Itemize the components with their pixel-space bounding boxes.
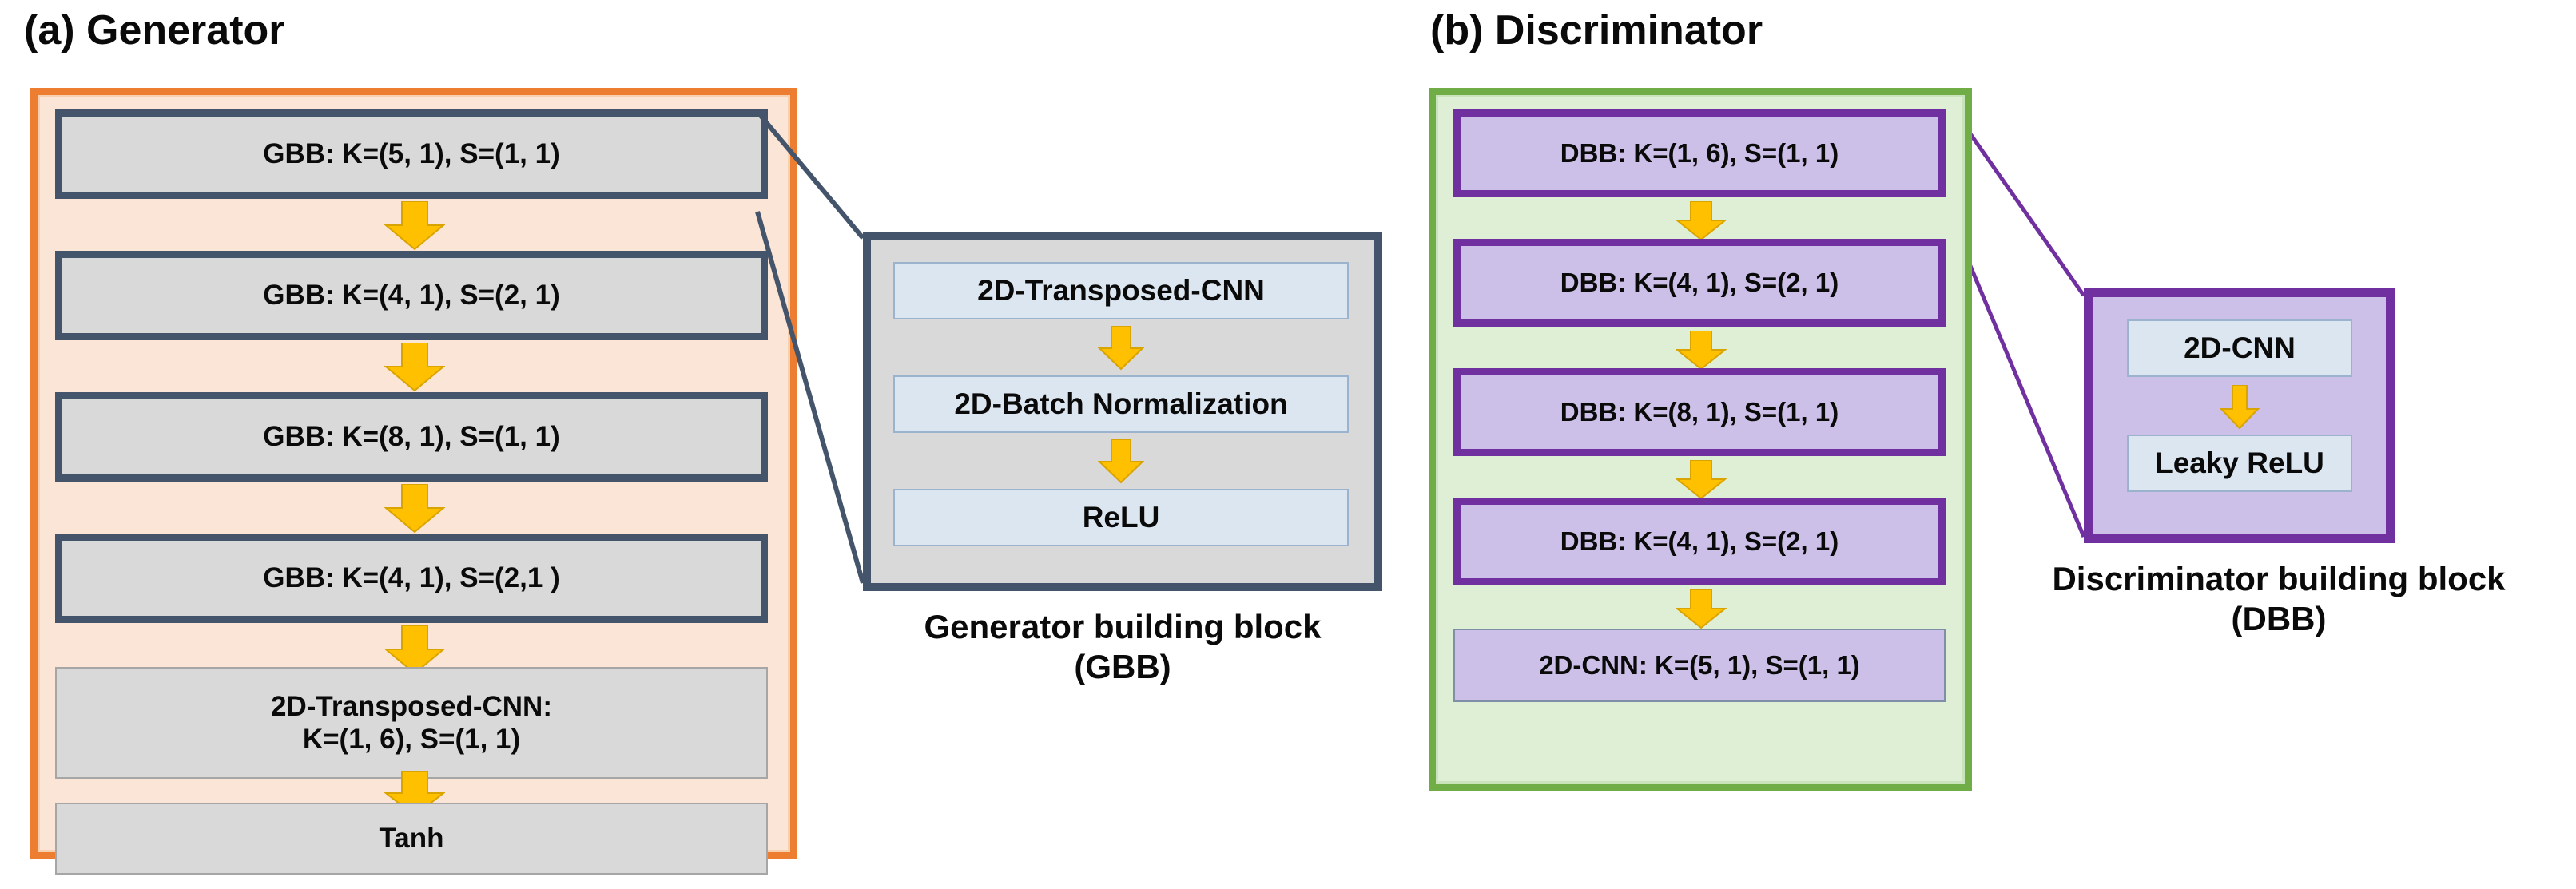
gbb-step-3-label: ReLU xyxy=(1082,501,1160,534)
generator-block-1[interactable]: GBB: K=(5, 1), S=(1, 1) xyxy=(55,109,768,199)
generator-block-3[interactable]: GBB: K=(8, 1), S=(1, 1) xyxy=(55,392,768,482)
gbb-step-1[interactable]: 2D-Transposed-CNN xyxy=(893,262,1349,319)
gbb-step-2[interactable]: 2D-Batch Normalization xyxy=(893,375,1349,433)
dbb-caption-line2: (DBB) xyxy=(2231,599,2327,637)
dbb-step-2-label: Leaky ReLU xyxy=(2155,446,2324,479)
gbb-step-3[interactable]: ReLU xyxy=(893,489,1349,546)
discriminator-panel: DBB: K=(1, 6), S=(1, 1) DBB: K=(4, 1), S… xyxy=(1429,88,1972,791)
dbb-step-2[interactable]: Leaky ReLU xyxy=(2127,435,2352,492)
down-arrow-icon xyxy=(384,625,445,675)
down-arrow-icon xyxy=(384,484,445,534)
discriminator-building-block-card: 2D-CNN Leaky ReLU xyxy=(2084,288,2395,543)
discriminator-block-4-label: DBB: K=(4, 1), S=(2, 1) xyxy=(1560,526,1839,556)
discriminator-block-1-label: DBB: K=(1, 6), S=(1, 1) xyxy=(1560,138,1839,168)
discriminator-block-5-label: 2D-CNN: K=(5, 1), S=(1, 1) xyxy=(1539,650,1860,680)
generator-block-6-label: Tanh xyxy=(379,823,444,855)
discriminator-block-5[interactable]: 2D-CNN: K=(5, 1), S=(1, 1) xyxy=(1453,629,1946,702)
gbb-caption-line1: Generator building block xyxy=(924,608,1322,645)
discriminator-block-4[interactable]: DBB: K=(4, 1), S=(2, 1) xyxy=(1453,498,1946,585)
gbb-step-1-label: 2D-Transposed-CNN xyxy=(977,274,1265,307)
generator-block-4[interactable]: GBB: K=(4, 1), S=(2,1 ) xyxy=(55,534,768,623)
generator-block-2-label: GBB: K=(4, 1), S=(2, 1) xyxy=(263,280,560,312)
down-arrow-icon xyxy=(1098,326,1144,371)
generator-block-5-label-line2: K=(1, 6), S=(1, 1) xyxy=(302,724,521,755)
down-arrow-icon xyxy=(1676,331,1727,371)
down-arrow-icon xyxy=(1676,460,1727,500)
generator-block-4-label: GBB: K=(4, 1), S=(2,1 ) xyxy=(263,562,560,594)
down-arrow-icon xyxy=(384,343,445,392)
generator-block-1-label: GBB: K=(5, 1), S=(1, 1) xyxy=(263,138,560,170)
generator-block-5-label-line1: 2D-Transposed-CNN: xyxy=(271,690,552,722)
dbb-step-1-label: 2D-CNN xyxy=(2184,331,2296,364)
generator-building-block-card: 2D-Transposed-CNN 2D-Batch Normalization… xyxy=(863,232,1382,591)
down-arrow-icon xyxy=(384,201,445,251)
generator-panel: GBB: K=(5, 1), S=(1, 1) GBB: K=(4, 1), S… xyxy=(30,88,797,875)
generator-title: (a) Generator xyxy=(24,7,285,54)
discriminator-panel-inner-border xyxy=(1436,95,1965,784)
discriminator-block-1[interactable]: DBB: K=(1, 6), S=(1, 1) xyxy=(1453,109,1946,197)
gbb-caption-line2: (GBB) xyxy=(1074,647,1171,685)
generator-block-2[interactable]: GBB: K=(4, 1), S=(2, 1) xyxy=(55,251,768,340)
discriminator-block-3[interactable]: DBB: K=(8, 1), S=(1, 1) xyxy=(1453,368,1946,456)
gbb-caption: Generator building block (GBB) xyxy=(847,607,1398,686)
down-arrow-icon xyxy=(1098,439,1144,484)
down-arrow-icon xyxy=(2220,385,2260,430)
discriminator-block-2[interactable]: DBB: K=(4, 1), S=(2, 1) xyxy=(1453,239,1946,327)
discriminator-title: (b) Discriminator xyxy=(1430,7,1763,54)
discriminator-block-3-label: DBB: K=(8, 1), S=(1, 1) xyxy=(1560,397,1839,427)
down-arrow-icon xyxy=(1676,201,1727,241)
dbb-step-1[interactable]: 2D-CNN xyxy=(2127,319,2352,377)
generator-block-6[interactable]: Tanh xyxy=(55,803,768,875)
generator-block-3-label: GBB: K=(8, 1), S=(1, 1) xyxy=(263,421,560,453)
down-arrow-icon xyxy=(1676,589,1727,629)
discriminator-block-2-label: DBB: K=(4, 1), S=(2, 1) xyxy=(1560,268,1839,297)
generator-block-5[interactable]: 2D-Transposed-CNN: K=(1, 6), S=(1, 1) xyxy=(55,667,768,779)
dbb-caption: Discriminator building block (DBB) xyxy=(1991,559,2566,638)
dbb-caption-line1: Discriminator building block xyxy=(2052,560,2506,597)
gbb-step-2-label: 2D-Batch Normalization xyxy=(954,387,1288,420)
